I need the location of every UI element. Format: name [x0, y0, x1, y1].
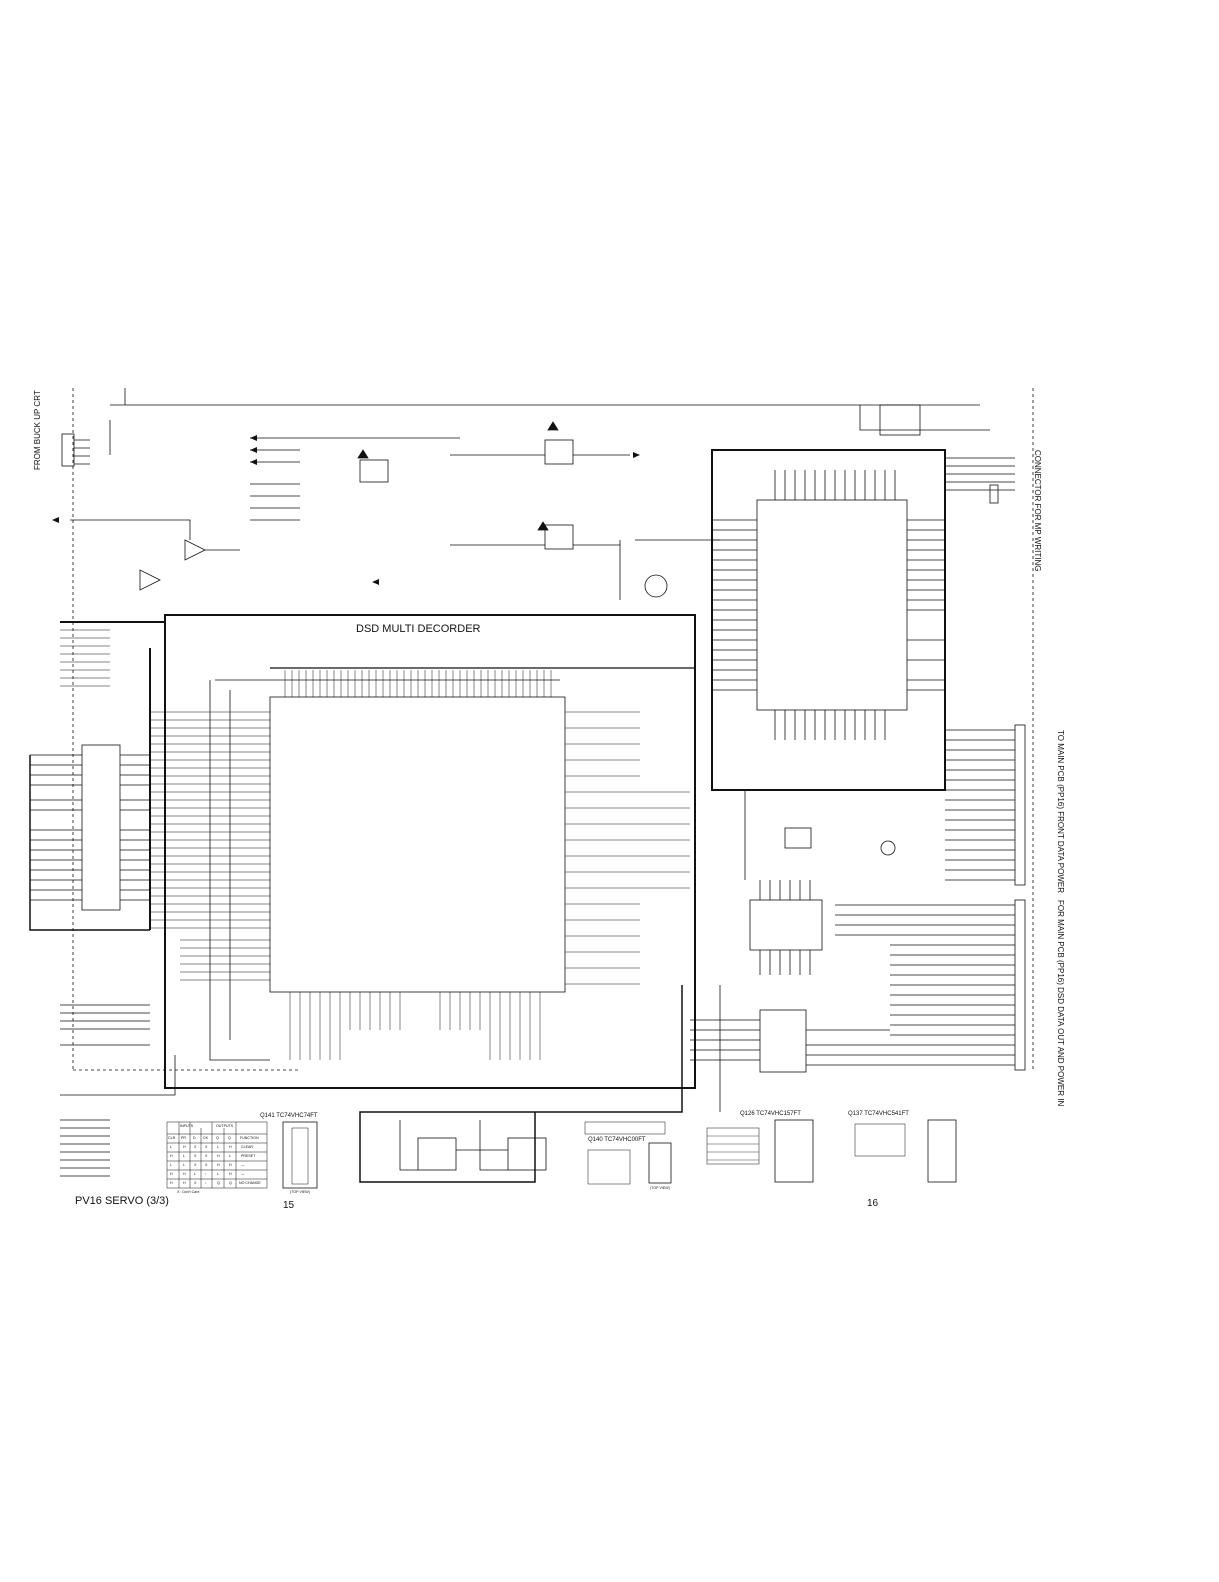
mp-writing-connector-label: CONNECTOR FOR MP WRITING — [1033, 450, 1042, 572]
truth-cell: L — [217, 1145, 219, 1149]
truth-cell: X — [205, 1154, 208, 1158]
truth-cell: L — [217, 1172, 219, 1176]
truth-cell: H — [183, 1172, 186, 1176]
dsd-out-connector-label: FOR MAIN PCB (PP16) DSD DATA OUT AND POW… — [1056, 900, 1065, 1107]
memory-ic-shape — [81, 744, 121, 911]
truth-cell: L — [194, 1172, 196, 1176]
truth-cell: L — [183, 1154, 185, 1158]
truth-col-q: Q — [216, 1136, 219, 1140]
page-number-right: 16 — [867, 1198, 879, 1209]
truth-cell: H — [170, 1181, 173, 1185]
truth-cell: — — [241, 1172, 245, 1176]
truth-cell: H — [229, 1145, 232, 1149]
truth-outputs-header: OUTPUTS — [216, 1124, 234, 1128]
pickup-connector-label: FROM BUCK UP CRT — [33, 390, 42, 470]
truth-cell: H — [183, 1145, 186, 1149]
truth-col-ck: CK — [203, 1136, 208, 1140]
truth-cell: CLEAR — [241, 1145, 253, 1149]
mux-ic-shape — [759, 1009, 807, 1073]
truth-inputs-header: INPUTS — [180, 1124, 194, 1128]
truth-cell: H — [183, 1181, 186, 1185]
front-data-connector-label: TO MAIN PCB (PP16) FRONT DATA POWER — [1056, 730, 1065, 893]
truth-col-pr: PR — [181, 1136, 186, 1140]
truth-cell: H — [170, 1172, 173, 1176]
mcu-ic-shape — [756, 499, 908, 711]
truth-cell: X — [205, 1145, 208, 1149]
truth-cell: L — [170, 1145, 172, 1149]
truth-cell: X — [194, 1163, 197, 1167]
pickup-connector-shape — [61, 433, 75, 467]
q140-chip-label: Q140 TC74VHC00FT — [588, 1137, 646, 1143]
q141-top-view-label: (TOP VIEW) — [290, 1190, 310, 1194]
truth-cell: ↑ — [205, 1172, 207, 1176]
sheet-title: PV16 SERVO (3/3) — [75, 1195, 169, 1207]
truth-cell: X — [194, 1154, 197, 1158]
q126-chip-label: Q126 TC74VHC157FT — [740, 1111, 801, 1117]
truth-cell: Q — [217, 1181, 220, 1185]
truth-cell: H — [170, 1154, 173, 1158]
truth-cell: H — [229, 1163, 232, 1167]
truth-cell: L — [170, 1163, 172, 1167]
q137-chip-label: Q137 TC74VHC541FT — [848, 1111, 909, 1117]
truth-cell: — — [241, 1163, 245, 1167]
truth-col-clr: CLR — [168, 1136, 176, 1140]
truth-cell: Q — [229, 1181, 232, 1185]
truth-cell: ↓ — [205, 1181, 207, 1185]
dsd-decoder-ic-shape — [269, 696, 566, 993]
truth-cell: X — [194, 1145, 197, 1149]
logic-ic-shape — [749, 899, 823, 951]
truth-col-d: D — [193, 1136, 196, 1140]
truth-cell: X — [205, 1163, 208, 1167]
truth-cell: PRESET — [241, 1154, 256, 1158]
truth-cell: H — [229, 1172, 232, 1176]
front-data-connector-shape — [1014, 724, 1026, 886]
dsd-out-connector-shape — [1014, 899, 1026, 1071]
main-block-title: DSD MULTI DECORDER — [356, 623, 481, 635]
truth-cell: L — [183, 1163, 185, 1167]
truth-col-qbar: Q — [228, 1136, 231, 1140]
page-number-left: 15 — [283, 1200, 295, 1211]
truth-col-function: FUNCTION — [240, 1136, 259, 1140]
truth-note: X : Don't Care — [177, 1190, 200, 1194]
truth-cell: L — [229, 1154, 231, 1158]
truth-cell: X — [194, 1181, 197, 1185]
truth-cell: H — [217, 1154, 220, 1158]
truth-cell: H — [217, 1163, 220, 1167]
truth-cell: NO CHANGE — [239, 1181, 261, 1185]
q140-top-view-label: (TOP VIEW) — [650, 1186, 670, 1190]
q141-chip-label: Q141 TC74VHC74FT — [260, 1113, 318, 1119]
